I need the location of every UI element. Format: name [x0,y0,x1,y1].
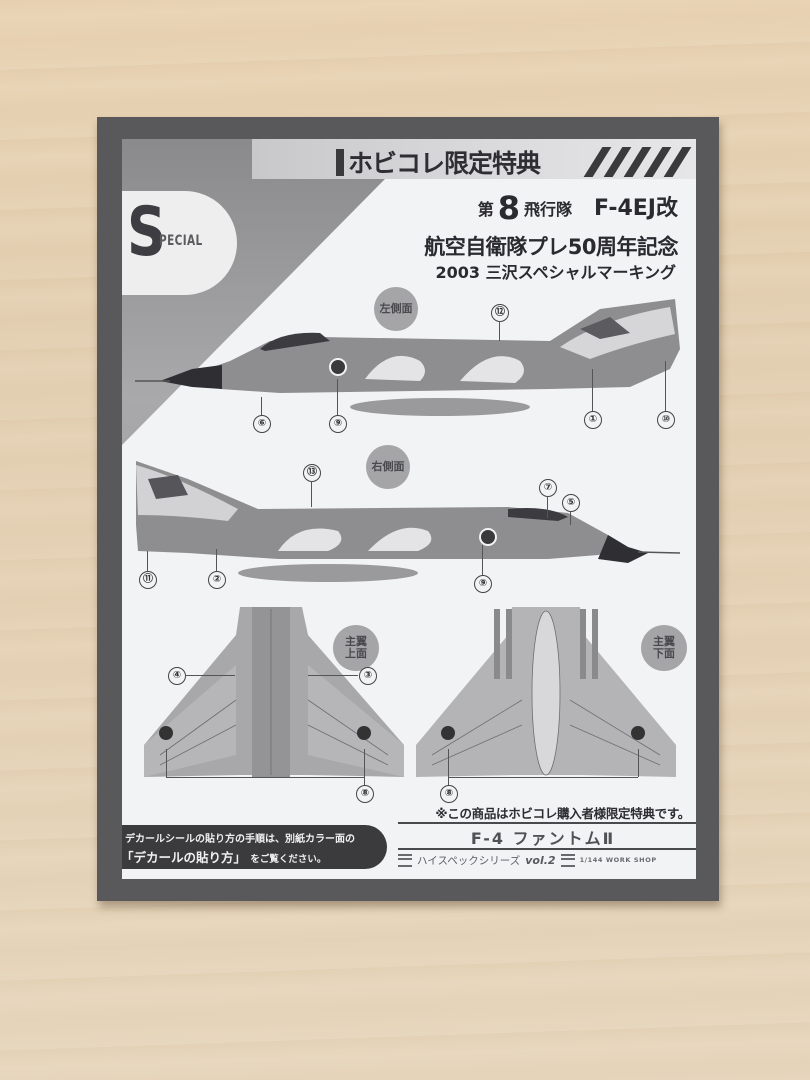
maker-name: 1/144 WORK SHOP [579,856,657,864]
special-badge: S PECIAL [122,191,237,295]
callout-10: ⑩ [657,411,675,429]
divider-middle [398,848,696,850]
limited-bonus-notice: ※この商品はホビコレ購入者様限定特典です。 [435,806,690,821]
callout-12: ⑫ [491,304,509,322]
callout-5: ⑤ [562,494,580,512]
callout-13: ⑬ [303,464,321,482]
callout-1: ① [584,411,602,429]
hazard-stripes-icon [579,147,692,177]
squadron-number: 8 [497,189,520,227]
series-info: ハイスペックシリーズ vol.2 1/144 WORK SHOP [398,852,694,868]
instruction-line-2: 「デカールの貼り方」 をご覧ください。 [122,847,326,866]
instruction-highlight: 「デカールの貼り方」 [122,850,247,865]
series-volume: vol.2 [525,853,556,867]
callout-9: ⑨ [329,415,347,433]
callout-6: ⑥ [253,415,271,433]
special-text: PECIAL [159,233,203,249]
aircraft-model: F-4EJ改 [593,196,678,221]
wing-top-view-badge: 主翼 上面 [333,625,379,671]
callout-3: ③ [359,667,377,685]
callout-2: ② [208,571,226,589]
special-initial: S [127,193,167,272]
wing-bottom-diagram-icon [416,607,676,777]
title-bar-icon [336,149,344,176]
left-side-view-badge: 左側面 [374,287,418,331]
aircraft-left-side-icon [135,299,680,416]
callout-8-bottom: ⑧ [440,785,458,803]
callout-7: ⑦ [539,479,557,497]
wing-bottom-view-badge: 主翼 下面 [641,625,687,671]
squadron-prefix: 第 [477,200,494,219]
product-name: F-4 ファントムⅡ [470,829,616,848]
commemoration-text: 航空自衛隊プレ50周年記念 [424,235,678,259]
instruction-note: デカールシールの貼り方の手順は、別紙カラー面の 「デカールの貼り方」 をご覧くだ… [122,825,387,869]
series-name: ハイスペックシリーズ [417,854,521,867]
callout-11: ⑪ [139,571,157,589]
aircraft-right-side-icon [136,461,681,582]
card-title: ホビコレ限定特典 [348,149,541,178]
squadron-suffix: 飛行隊 [523,200,572,219]
right-side-view-badge: 右側面 [366,445,410,489]
menu-lines-icon [560,853,575,867]
menu-lines-icon [398,853,412,867]
callout-9-right: ⑨ [474,575,492,593]
wing-top-diagram-icon [144,607,404,777]
divider-top [398,822,696,824]
instruction-line-1: デカールシールの貼り方の手順は、別紙カラー面の [125,834,355,845]
callout-4: ④ [168,667,186,685]
marking-subtitle: 2003 三沢スペシャルマーキング [435,263,676,282]
callout-8-top: ⑧ [356,785,374,803]
instruction-tail: をご覧ください。 [250,854,327,865]
